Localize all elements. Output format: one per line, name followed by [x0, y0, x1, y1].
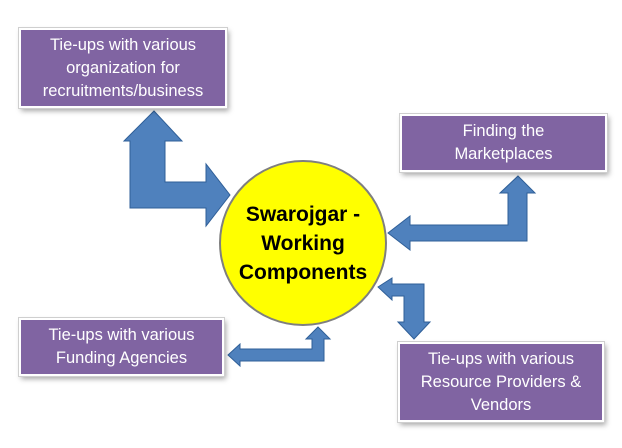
- box-line: Tie-ups with various: [48, 326, 195, 344]
- center-title-line: Components: [238, 260, 368, 284]
- box-line: Funding Agencies: [55, 349, 188, 367]
- box-line: organization for: [66, 58, 180, 77]
- funding-agencies-box: Tie-ups with various Funding Agencies: [19, 318, 224, 376]
- box-line: Vendors: [470, 395, 532, 414]
- marketplaces-box: Finding the Marketplaces: [400, 114, 607, 172]
- box-line: Resource Providers &: [420, 372, 582, 391]
- box-line: Tie-ups with various: [49, 35, 197, 54]
- arrow-to-funding-box: [227, 326, 332, 368]
- box-line: Marketplaces: [454, 145, 553, 163]
- recruitment-tieups-box: Tie-ups with various organization for re…: [19, 28, 227, 108]
- arrow-to-vendors-box: [377, 277, 432, 340]
- center-circle: Swarojgar - Working Components: [219, 160, 387, 326]
- center-title-line: Swarojgar -: [245, 202, 361, 226]
- resource-providers-box: Tie-ups with various Resource Providers …: [398, 342, 604, 422]
- box-line: recruitments/business: [42, 81, 204, 100]
- box-line: Finding the: [462, 122, 545, 140]
- arrow-to-marketplaces-box: [387, 175, 537, 252]
- arrow-to-recruitment-box: [122, 110, 231, 228]
- box-line: Tie-ups with various: [427, 349, 575, 368]
- center-title-line: Working: [261, 231, 345, 255]
